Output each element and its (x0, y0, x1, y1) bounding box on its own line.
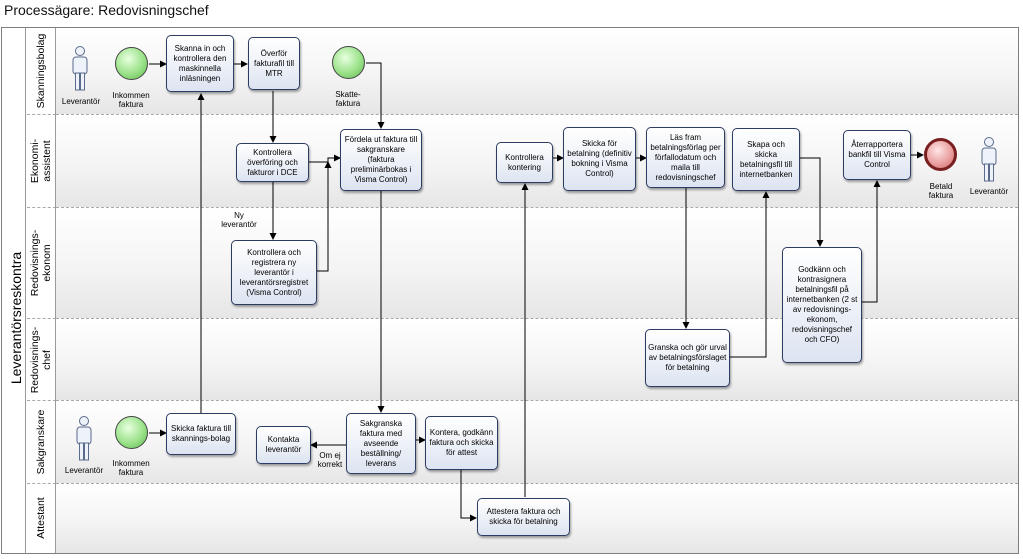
task-kontera[interactable]: Kontera, godkänn faktura och skicka för … (425, 416, 498, 470)
start-event-icon (115, 416, 148, 449)
page-title: Processägare: Redovisningschef (4, 2, 209, 18)
actor-supplier-sakgranskare (74, 416, 94, 467)
task-skicka-skanning[interactable]: Skicka faktura till skannings-bolag (166, 413, 236, 455)
task-kontering[interactable]: Kontrollera kontering (496, 142, 553, 183)
flow-registrera-fordela (317, 161, 332, 272)
lane-header-redovisningsekonom: Redovisnings- ekonom (27, 208, 56, 319)
lane-header-skanning: Skanningsbolag (27, 28, 56, 115)
start-event-icon (115, 47, 148, 80)
task-overfor[interactable]: Överför fakturafil till MTR (248, 37, 300, 90)
task-skicka-betalning[interactable]: Skicka för betalning (definitiv bokning … (563, 127, 636, 191)
start-event-label: Inkommen faktura (112, 91, 150, 109)
actor-label: Leverantör (61, 97, 101, 106)
flow-skapa-godkann (800, 157, 824, 247)
task-registrera[interactable]: Kontrollera och registrera ny leverantör… (231, 240, 317, 305)
task-aterrapportera[interactable]: Återrapportera bankfil till Visma Contro… (843, 130, 911, 180)
condition-label-not-correct: Om ej korrekt (317, 451, 343, 469)
pool-header: Leverantörsreskontra (2, 28, 26, 553)
task-kontakta[interactable]: Kontakta leverantör (256, 426, 311, 464)
lane-header-attestant: Attestant (27, 484, 56, 553)
flow-granska-skapa (730, 191, 770, 358)
flow-start2-fordela (366, 62, 385, 129)
start-event-label: Skatte- faktura (335, 90, 361, 108)
person-icon (76, 416, 92, 461)
actor-label: Leverantör (969, 187, 1009, 196)
task-las-fram[interactable]: Läs fram betalningsförlag per förfalloda… (646, 127, 725, 188)
task-skapa[interactable]: Skapa och skicka betalningsfil till inte… (732, 128, 800, 191)
actor-supplier-end (979, 137, 999, 188)
task-skanna[interactable]: Skanna in och kontrollera den maskinnell… (166, 35, 234, 92)
start-event-label: Inkommen faktura (112, 459, 150, 477)
end-event-label: Betald faktura (928, 182, 954, 200)
task-granska[interactable]: Granska och gör urval av betalningsförsl… (645, 329, 730, 387)
flow-kontrollera-fordela (309, 154, 341, 163)
flow-kontera-attestera (460, 469, 477, 522)
end-event-icon (924, 138, 957, 171)
lane-header-ekonomi: Ekonomi- assistent (27, 115, 56, 208)
person-icon (981, 137, 997, 182)
actor-supplier-skanning (70, 46, 90, 97)
person-icon (72, 46, 88, 91)
task-attestera[interactable]: Attestera faktura och skicka för betalni… (477, 498, 570, 536)
lane-header-redovisningschef: Redovisnings- chef (27, 319, 56, 401)
task-kontrollera-dce[interactable]: Kontrollera överföring och fakturor i DC… (236, 143, 309, 182)
flow-godkann-aterrapportera (862, 180, 881, 303)
lane-header-sakgranskare: Sakgranskare (27, 401, 56, 484)
actor-label: Leverantör (64, 466, 104, 475)
condition-label-new-supplier: Ny leverantör (221, 211, 257, 229)
task-fordela[interactable]: Fördela ut faktura till sakgranskare (fa… (340, 129, 422, 191)
start-event-icon (332, 46, 365, 79)
task-sakgranska[interactable]: Sakgranska faktura med avseende beställn… (346, 413, 416, 474)
task-godkann[interactable]: Godkänn och kontrasignera betalningsfil … (782, 247, 862, 363)
